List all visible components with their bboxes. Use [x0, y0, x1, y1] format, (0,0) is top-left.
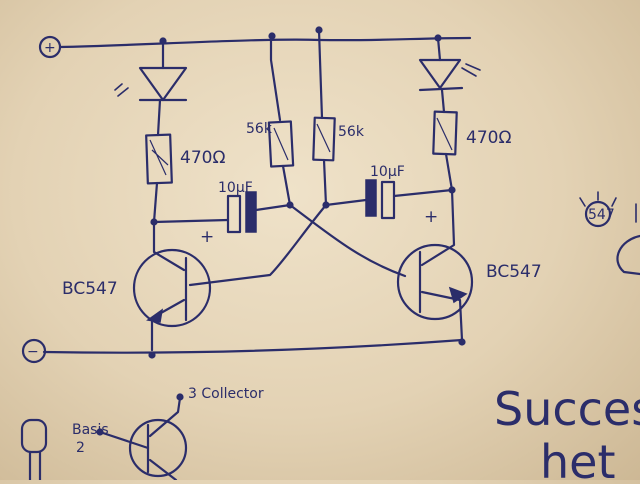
- negative-terminal-label: −: [27, 344, 39, 360]
- capacitor-left-plate-icon: [226, 194, 242, 234]
- transistor-right-icon: [396, 243, 474, 321]
- capacitor-left-polarity: +: [200, 227, 214, 247]
- pinout-transistor-icon: [128, 418, 188, 478]
- corner-sketch: 547: [579, 191, 640, 276]
- transistor-left-label: BC547: [62, 279, 118, 299]
- positive-terminal-label: +: [44, 40, 56, 56]
- cross-coupling-wires: [188, 203, 407, 287]
- pinout-sketch: 3 Collector Basis 2: [20, 386, 264, 482]
- capacitor-left-fill-icon: [245, 191, 257, 233]
- base-resistor-left: 56k: [246, 32, 295, 207]
- right-led-branch: 470Ω: [418, 34, 511, 192]
- led-left-icon: [138, 66, 188, 102]
- transistor-right-label: BC547: [486, 262, 542, 282]
- positive-rail: +: [38, 35, 472, 59]
- transistor-left: BC547: [62, 220, 212, 359]
- pinout-basis-number: 2: [76, 440, 85, 456]
- capacitor-left-label: 10μF: [218, 180, 253, 196]
- base-resistor-right: 56k: [312, 26, 365, 207]
- capacitor-left: 10μF +: [150, 180, 294, 247]
- led-right-icon: [418, 58, 462, 90]
- positive-terminal-icon: [38, 35, 62, 59]
- led-right-light-icon: [461, 63, 481, 77]
- capacitor-right-label: 10μF: [370, 164, 405, 180]
- emitter-arrow-left-icon: [146, 308, 164, 323]
- resistor-left-label: 470Ω: [180, 148, 225, 168]
- pinout-collector-label: 3 Collector: [188, 386, 264, 402]
- negative-rail: −: [21, 338, 464, 364]
- capacitor-right: 10μF +: [322, 164, 456, 227]
- transistor-right: BC547: [396, 188, 542, 346]
- corner-transistor-icon: [584, 200, 612, 228]
- left-led-branch: 470Ω: [114, 37, 225, 224]
- capacitor-right-polarity: +: [424, 207, 438, 227]
- side-note-line2: het: [540, 435, 616, 480]
- corner-sketch-label: 547: [588, 207, 615, 223]
- resistor-56k-right-label: 56k: [338, 124, 365, 140]
- transistor-left-icon: [132, 248, 212, 328]
- resistor-56k-left-label: 56k: [246, 121, 273, 137]
- resistor-right-label: 470Ω: [466, 128, 511, 148]
- resistor-right-icon: [432, 110, 458, 156]
- resistor-left-icon: [145, 133, 173, 185]
- side-note: Succes het: [494, 382, 640, 484]
- capacitor-right-plate-icon: [380, 180, 396, 220]
- negative-terminal-icon: [21, 338, 47, 364]
- led-left-light-icon: [114, 83, 129, 97]
- capacitor-right-fill-icon: [365, 179, 377, 217]
- transistor-package-icon: [20, 418, 48, 454]
- pinout-basis-label: Basis: [72, 422, 109, 438]
- emitter-arrow-right-icon: [448, 286, 468, 304]
- side-note-line1: Succes: [494, 382, 640, 436]
